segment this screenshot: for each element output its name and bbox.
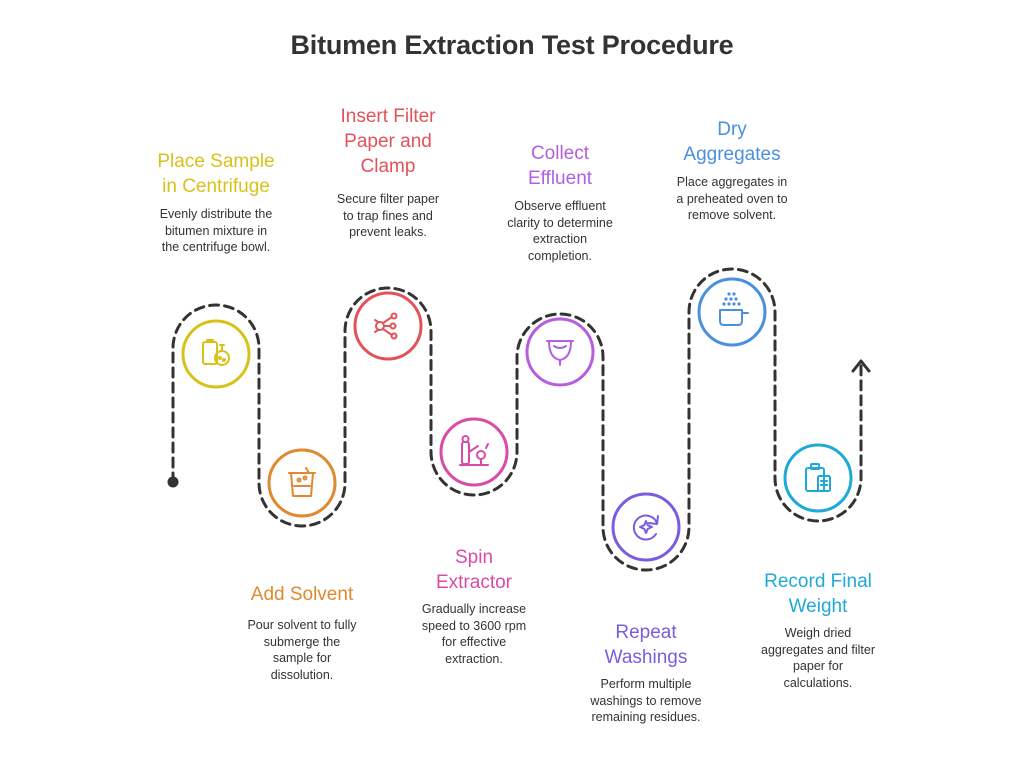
- step-node: [353, 291, 423, 361]
- step-circle: [611, 492, 681, 562]
- step-node: [525, 317, 595, 387]
- step-description: Evenly distribute the bitumen mixture in…: [159, 207, 273, 254]
- step-description: Perform multiple washings to remove rema…: [590, 677, 702, 724]
- step-title: Record Final Weight: [764, 571, 872, 617]
- step-description: Place aggregates in a preheated oven to …: [676, 175, 788, 222]
- step-node: [697, 277, 767, 347]
- step-description: Observe effluent clarity to determine ex…: [507, 199, 613, 263]
- step-node: [611, 492, 681, 562]
- flow-path: [171, 267, 863, 572]
- beaker-icon: [288, 467, 316, 497]
- step-description: Pour solvent to fully submerge the sampl…: [247, 618, 357, 682]
- step-description: Gradually increase speed to 3600 rpm for…: [421, 602, 527, 666]
- step-circle: [525, 317, 595, 387]
- repeat-icon: [632, 514, 659, 541]
- step-title: Spin Extractor: [435, 547, 513, 593]
- step-title: Add Solvent: [250, 584, 354, 605]
- step-description: Weigh dried aggregates and filter paper …: [761, 626, 875, 690]
- step-node: [439, 417, 509, 487]
- step-title: Collect Effluent: [527, 143, 593, 189]
- flask-clipboard-icon: [202, 339, 230, 366]
- filter-network-icon: [374, 312, 398, 340]
- step-circle: [267, 448, 337, 518]
- step-circle: [697, 277, 767, 347]
- machine-icon: [459, 435, 489, 466]
- step-title: Repeat Washings: [604, 622, 688, 668]
- step-node: [783, 443, 853, 513]
- step-circle: [439, 417, 509, 487]
- cup-icon: [546, 340, 574, 366]
- flow-start-dot: [167, 476, 179, 488]
- step-node: [181, 319, 251, 389]
- step-title: Insert Filter Paper and Clamp: [340, 106, 436, 177]
- pot-icon: [719, 292, 749, 326]
- page-title: Bitumen Extraction Test Procedure: [290, 30, 734, 60]
- flow-end-arrow: [851, 359, 871, 373]
- clipboard-icon: [805, 463, 831, 492]
- step-title: Place Sample in Centrifuge: [157, 151, 275, 197]
- step-node: [267, 448, 337, 518]
- step-title: Dry Aggregates: [683, 119, 781, 165]
- step-description: Secure filter paper to trap fines and pr…: [336, 192, 440, 239]
